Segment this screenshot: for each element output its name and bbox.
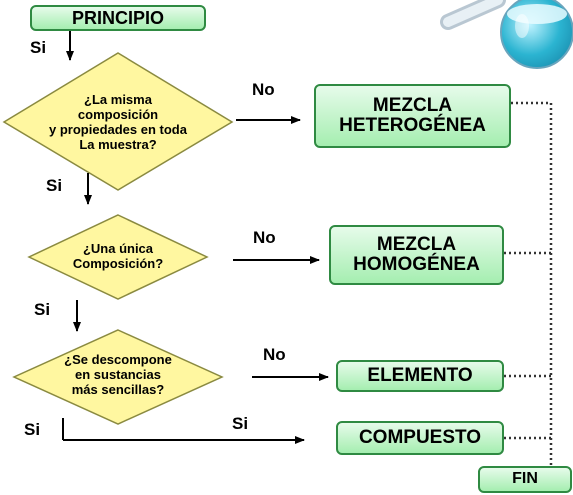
start-label: PRINCIPIO bbox=[71, 7, 164, 28]
decision-diamond-3 bbox=[12, 329, 224, 425]
question-3-text: ¿Se descompone en sustancias más sencill… bbox=[64, 352, 172, 397]
end-box: FIN bbox=[478, 466, 572, 493]
label-si-start: Si bbox=[30, 38, 47, 57]
label-si-q3: Si bbox=[24, 420, 41, 439]
result-heterogenea: MEZCLA HETEROGÉNEA bbox=[314, 84, 511, 148]
question-1-text: ¿La misma composición y propiedades en t… bbox=[49, 92, 187, 152]
result-homogenea: MEZCLA HOMOGÉNEA bbox=[329, 225, 504, 285]
question-2-text: ¿Una única Composición? bbox=[72, 241, 164, 271]
dotted-connectors bbox=[504, 101, 553, 466]
result-elemento: ELEMENTO bbox=[336, 360, 504, 392]
result-compuesto: COMPUESTO bbox=[336, 421, 504, 455]
label-no-q3: No bbox=[263, 345, 286, 364]
label-si-q2: Si bbox=[34, 300, 51, 319]
label-si-compuesto: Si bbox=[232, 414, 249, 433]
flask-icon bbox=[440, 0, 573, 69]
decision-diamond-1 bbox=[2, 52, 234, 191]
end-label: FIN bbox=[512, 470, 538, 488]
label-no-q2: No bbox=[253, 228, 276, 247]
start-box: PRINCIPIO bbox=[30, 5, 206, 31]
label-no-q1: No bbox=[252, 80, 275, 99]
label-si-q1: Si bbox=[46, 176, 63, 195]
decision-diamond-2 bbox=[27, 214, 209, 300]
